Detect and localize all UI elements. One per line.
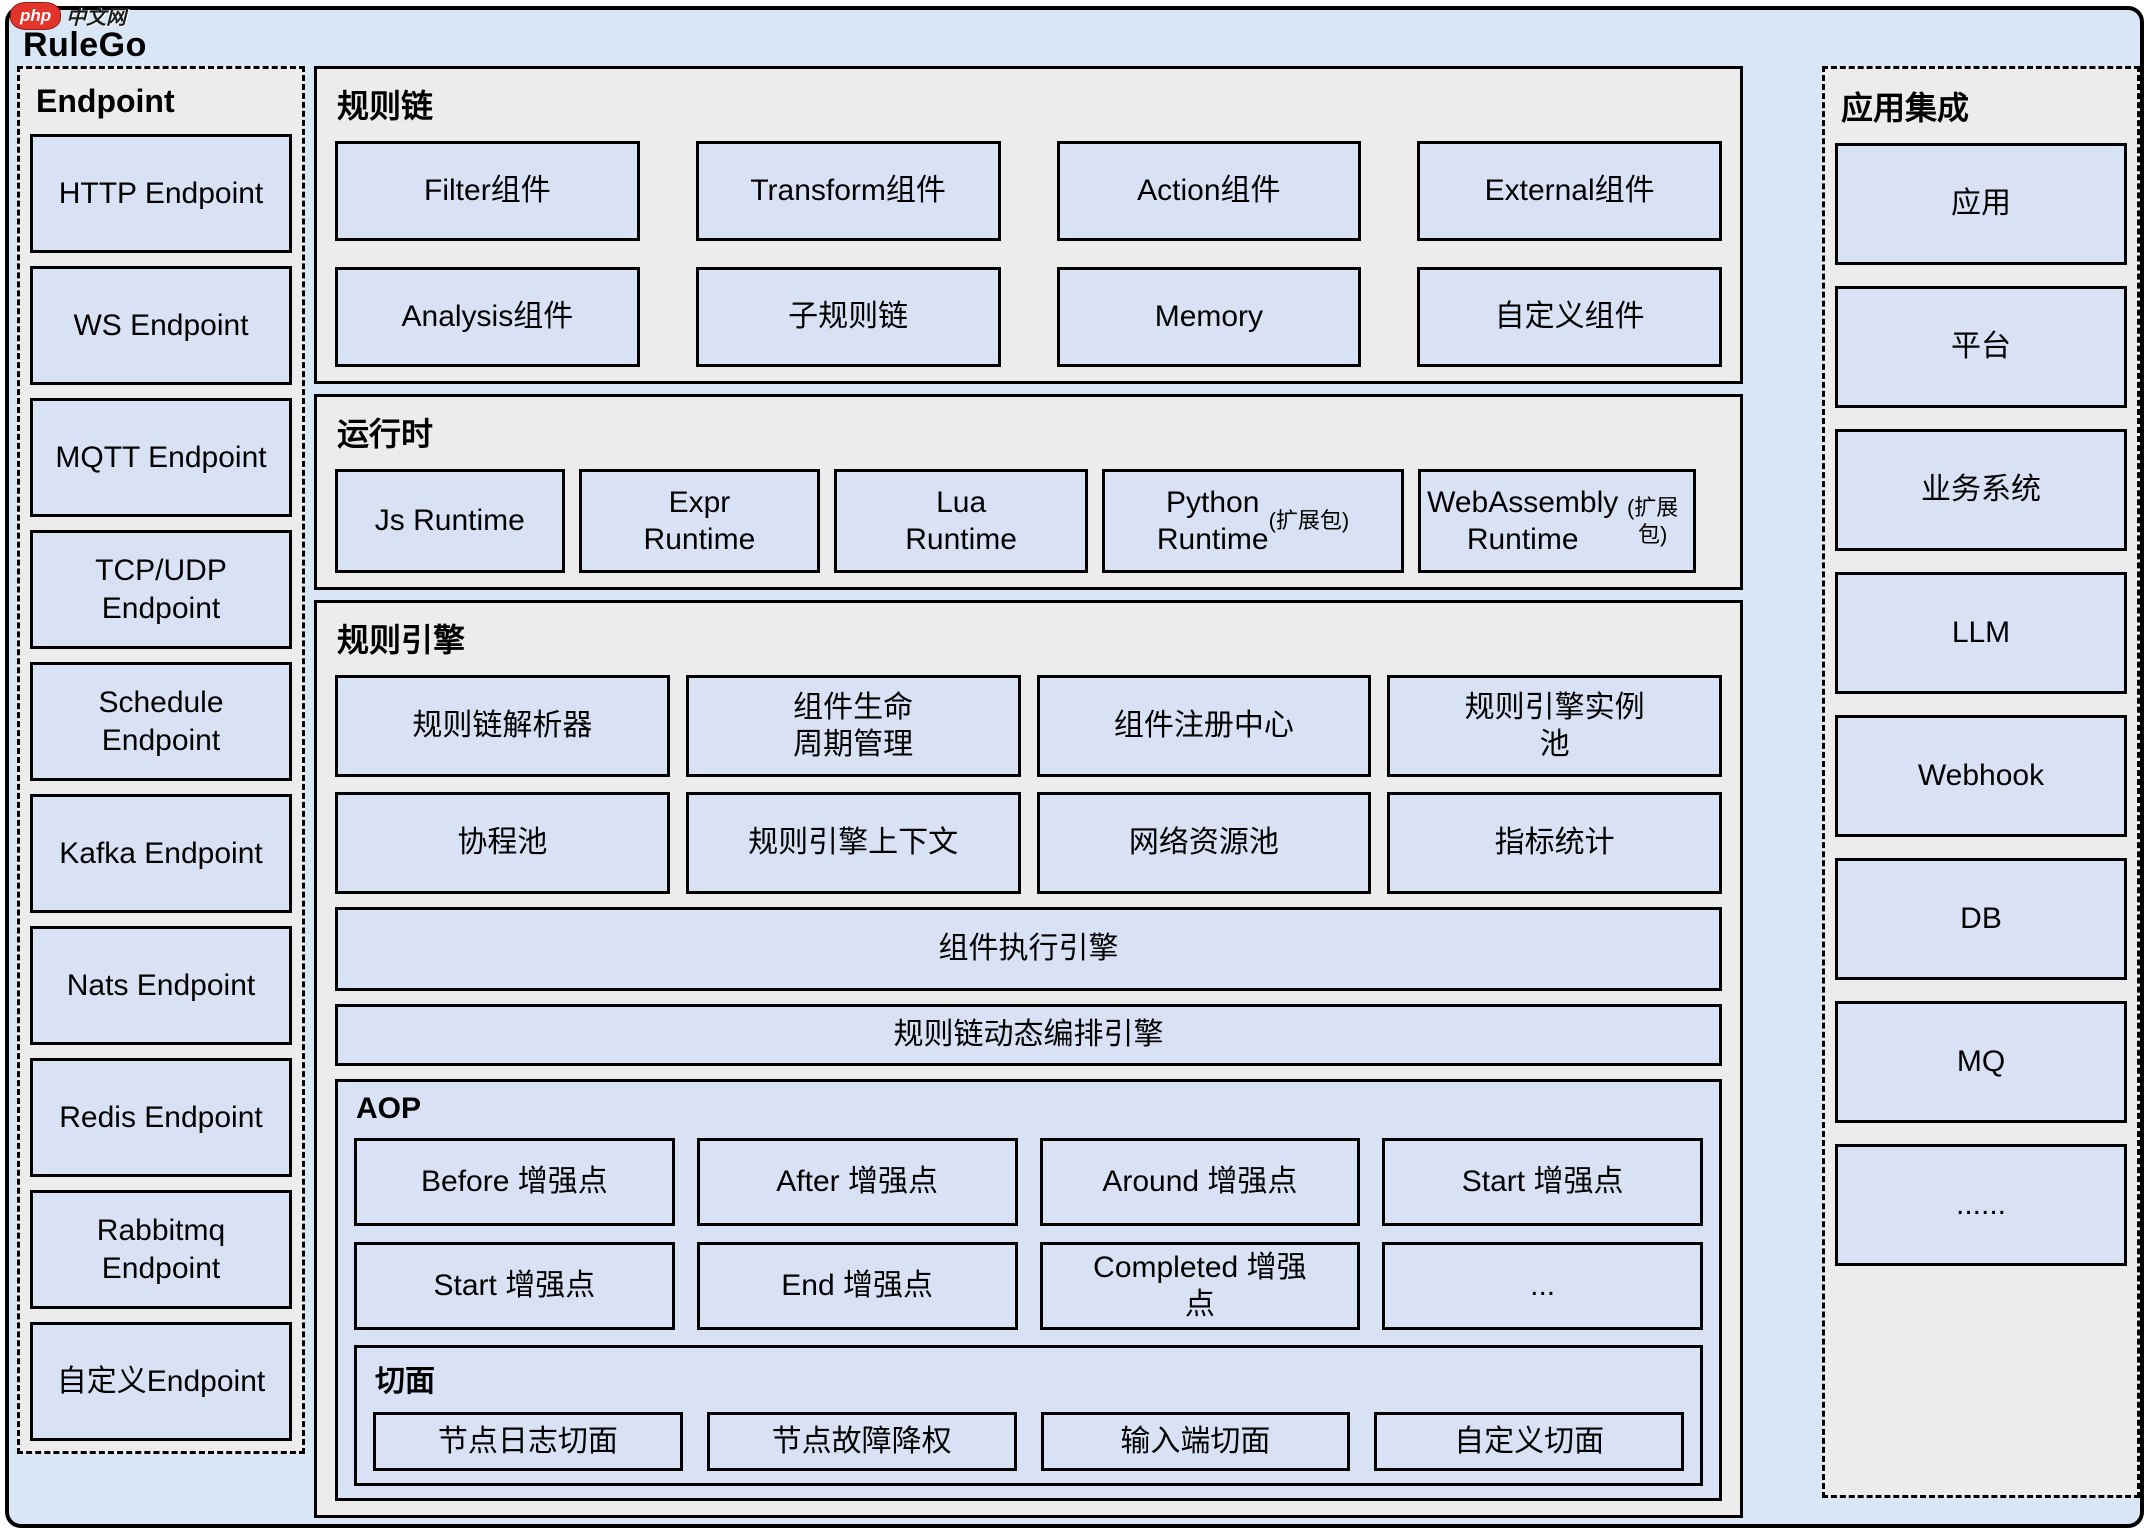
aspect-box-node-failover: 节点故障降权 [706, 1412, 1017, 1471]
page-title: RuleGo [23, 26, 147, 64]
aop-box-end: End 增强点 [696, 1242, 1018, 1330]
endpoint-box-ws: WS Endpoint [30, 266, 292, 385]
component-box-subchain: 子规则链 [695, 267, 1001, 367]
runtime-box-wasm: WebAssembly Runtime(扩展包) [1418, 469, 1696, 573]
aop-box-start-1: Start 增强点 [1382, 1138, 1703, 1226]
rule-chain-section: 规则链 Filter组件 Transform组件 Action组件 Extern… [314, 66, 1743, 384]
endpoint-box-nats: Nats Endpoint [30, 926, 292, 1045]
rule-chain-title: 规则链 [337, 88, 434, 124]
endpoint-box-mqtt: MQTT Endpoint [30, 398, 292, 517]
engine-box-context: 规则引擎上下文 [685, 792, 1021, 894]
component-box-memory: Memory [1056, 267, 1362, 367]
rule-engine-grid: 规则链解析器 组件生命 周期管理 组件注册中心 规则引擎实例 池 协程池 规则引… [335, 675, 1722, 894]
rule-chain-grid: Filter组件 Transform组件 Action组件 External组件… [335, 141, 1722, 367]
integration-box-platform: 平台 [1835, 286, 2127, 408]
runtime-box-lua: Lua Runtime [834, 469, 1088, 573]
endpoint-panel: Endpoint HTTP Endpoint WS Endpoint MQTT … [17, 66, 305, 1454]
component-box-custom: 自定义组件 [1417, 267, 1722, 367]
integration-panel-title: 应用集成 [1841, 90, 1970, 126]
runtime-label: Expr Runtime [643, 485, 756, 557]
aop-panel: AOP Before 增强点 After 增强点 Around 增强点 Star… [335, 1079, 1722, 1501]
aop-box-more: ... [1382, 1242, 1703, 1330]
runtime-box-js: Js Runtime [335, 469, 565, 573]
integration-box-mq: MQ [1835, 1001, 2127, 1123]
engine-box-registry: 组件注册中心 [1036, 675, 1372, 777]
endpoint-panel-title: Endpoint [36, 83, 175, 119]
runtime-title: 运行时 [337, 416, 434, 452]
aop-box-after: After 增强点 [696, 1138, 1018, 1226]
component-box-analysis: Analysis组件 [335, 267, 640, 367]
runtime-note: (扩展包) [1268, 508, 1350, 534]
component-box-external: External组件 [1417, 141, 1722, 241]
endpoint-box-schedule: Schedule Endpoint [30, 662, 292, 781]
runtime-label: Js Runtime [374, 504, 525, 538]
component-box-filter: Filter组件 [335, 141, 640, 241]
integration-box-db: DB [1835, 858, 2127, 980]
engine-box-parser: 规则链解析器 [335, 675, 670, 777]
aop-grid: Before 增强点 After 增强点 Around 增强点 Start 增强… [354, 1138, 1703, 1330]
aspects-panel: 切面 节点日志切面 节点故障降权 输入端切面 自定义切面 [354, 1345, 1703, 1486]
integration-box-webhook: Webhook [1835, 715, 2127, 837]
component-box-action: Action组件 [1056, 141, 1362, 241]
endpoint-box-rabbitmq: Rabbitmq Endpoint [30, 1190, 292, 1309]
aop-box-completed: Completed 增强 点 [1039, 1242, 1361, 1330]
diagram-body: Endpoint HTTP Endpoint WS Endpoint MQTT … [17, 66, 2140, 1518]
aop-title: AOP [356, 1092, 422, 1125]
integration-box-more: ...... [1835, 1144, 2127, 1266]
runtime-label: Python Runtime [1156, 485, 1269, 557]
endpoint-box-http: HTTP Endpoint [30, 134, 292, 253]
aspects-title: 切面 [375, 1365, 435, 1398]
rule-engine-section: 规则引擎 规则链解析器 组件生命 周期管理 组件注册中心 规则引擎实例 池 协程… [314, 600, 1743, 1518]
aop-box-before: Before 增强点 [354, 1138, 675, 1226]
engine-wide-box-exec-engine: 组件执行引擎 [335, 907, 1722, 991]
diagram-frame: RuleGo Endpoint HTTP Endpoint WS Endpoin… [5, 6, 2144, 1528]
endpoint-box-custom: 自定义Endpoint [30, 1322, 292, 1441]
aop-box-around: Around 增强点 [1039, 1138, 1361, 1226]
aop-box-start-2: Start 增强点 [354, 1242, 675, 1330]
integration-box-business-system: 业务系统 [1835, 429, 2127, 551]
engine-box-lifecycle: 组件生命 周期管理 [685, 675, 1021, 777]
engine-box-metrics: 指标统计 [1387, 792, 1722, 894]
aspect-box-node-log: 节点日志切面 [373, 1412, 683, 1471]
engine-box-goroutine-pool: 协程池 [335, 792, 670, 894]
endpoint-box-kafka: Kafka Endpoint [30, 794, 292, 913]
rule-engine-title: 规则引擎 [337, 622, 466, 658]
middle-column: 规则链 Filter组件 Transform组件 Action组件 Extern… [314, 66, 1743, 1518]
runtime-grid: Js Runtime Expr Runtime Lua Runtime Pyth… [335, 469, 1696, 573]
endpoint-list: HTTP Endpoint WS Endpoint MQTT Endpoint … [30, 134, 292, 1441]
component-box-transform: Transform组件 [695, 141, 1001, 241]
runtime-box-python: Python Runtime(扩展包) [1101, 469, 1405, 573]
php-cn-logo: php 中文网 [10, 1, 126, 30]
runtime-section: 运行时 Js Runtime Expr Runtime Lua Runtime … [314, 394, 1743, 590]
php-logo-text: 中文网 [66, 7, 127, 29]
aspects-grid: 节点日志切面 节点故障降权 输入端切面 自定义切面 [373, 1412, 1684, 1471]
integration-panel: 应用集成 应用 平台 业务系统 LLM Webhook DB MQ ...... [1822, 66, 2140, 1498]
runtime-note: (扩展包) [1626, 494, 1679, 548]
php-logo-badge: php [10, 1, 62, 30]
endpoint-box-redis: Redis Endpoint [30, 1058, 292, 1177]
runtime-box-expr: Expr Runtime [578, 469, 821, 573]
aspect-box-input: 输入端切面 [1040, 1412, 1351, 1471]
integration-box-app: 应用 [1835, 143, 2127, 265]
runtime-label: WebAssembly Runtime [1427, 485, 1619, 557]
integration-list: 应用 平台 业务系统 LLM Webhook DB MQ ...... [1835, 143, 2127, 1266]
runtime-label: Lua Runtime [905, 485, 1017, 557]
engine-box-instance-pool: 规则引擎实例 池 [1387, 675, 1722, 777]
engine-box-net-resource-pool: 网络资源池 [1036, 792, 1372, 894]
endpoint-box-tcpudp: TCP/UDP Endpoint [30, 530, 292, 649]
integration-box-llm: LLM [1835, 572, 2127, 694]
engine-wide-box-dynamic-orchestration: 规则链动态编排引擎 [335, 1004, 1722, 1066]
aspect-box-custom: 自定义切面 [1374, 1412, 1684, 1471]
